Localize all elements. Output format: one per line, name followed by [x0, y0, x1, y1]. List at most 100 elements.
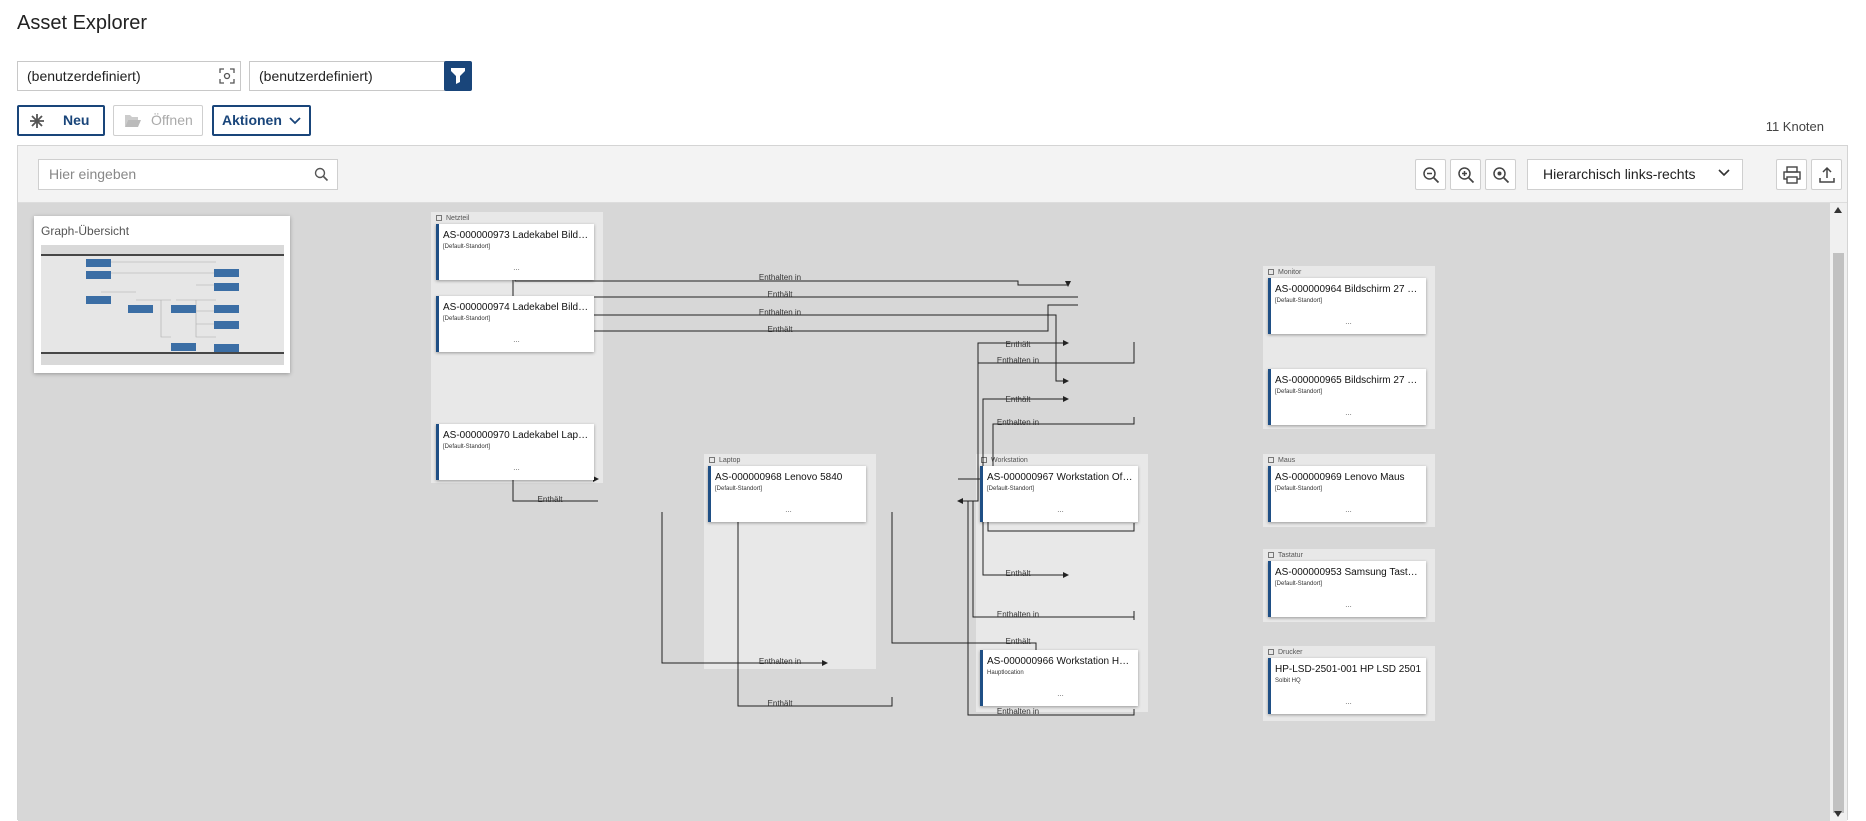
edge-label: Enthalten in [996, 610, 1040, 619]
edge-label: Enthält [1005, 395, 1031, 404]
collapse-icon[interactable] [436, 215, 442, 222]
node-expand[interactable]: … [1345, 410, 1352, 417]
graph-node[interactable]: AS-000000966 Workstation H… Hauptlocatio… [980, 650, 1138, 706]
node-expand[interactable]: … [1345, 319, 1352, 326]
new-button-label: Neu [63, 112, 90, 128]
scroll-up-icon[interactable] [1834, 207, 1842, 213]
actions-dropdown[interactable]: Aktionen [212, 105, 311, 136]
node-count: 11 Knoten [1765, 119, 1824, 134]
search-input[interactable]: Hier eingeben [38, 159, 338, 190]
zoom-fit-icon [1493, 167, 1510, 184]
node-location: [Default-Standort] [1275, 298, 1323, 304]
edge-label: Enthalten in [996, 418, 1040, 427]
collapse-icon[interactable] [1268, 269, 1274, 276]
scroll-down-icon[interactable] [1834, 811, 1842, 817]
group-label-monitor: Monitor [1268, 269, 1301, 276]
node-expand[interactable]: … [513, 465, 520, 472]
graph-node[interactable]: AS-000000964 Bildschirm 27 … [Default-St… [1268, 278, 1426, 334]
search-placeholder: Hier eingeben [49, 166, 137, 182]
edge [737, 501, 893, 707]
node-expand[interactable]: … [785, 507, 792, 514]
node-location: Solbit HQ [1275, 678, 1301, 684]
node-location: [Default-Standort] [1275, 581, 1323, 587]
graph-overview[interactable]: Graph-Übersicht [34, 216, 290, 373]
funnel-icon [451, 68, 465, 84]
vertical-scrollbar[interactable] [1830, 203, 1847, 821]
filter-select-1[interactable]: (benutzerdefiniert) [17, 61, 241, 91]
edge [967, 501, 1135, 716]
graph-node[interactable]: AS-000000965 Bildschirm 27 … [Default-St… [1268, 369, 1426, 425]
overview-minimap[interactable] [41, 245, 284, 365]
zoom-out-button[interactable] [1415, 159, 1446, 190]
chevron-down-icon [1718, 169, 1730, 177]
open-button[interactable]: Öffnen [113, 105, 203, 136]
node-expand[interactable]: … [513, 265, 520, 272]
scroll-thumb[interactable] [1833, 253, 1844, 813]
edge-label: Enthält [767, 699, 793, 708]
page-title: Asset Explorer [17, 12, 148, 34]
filter-value-2: (benutzerdefiniert) [259, 68, 373, 84]
filter-select-2[interactable]: (benutzerdefiniert) [249, 61, 445, 91]
edge-label: Enthalten in [758, 657, 802, 666]
collapse-icon[interactable] [1268, 649, 1274, 656]
node-location: [Default-Standort] [1275, 389, 1323, 395]
graph-canvas[interactable]: Netzteil Monitor Laptop Workstation Maus… [18, 203, 1830, 821]
edge-label: Enthält [767, 325, 793, 334]
graph-node[interactable]: AS-000000973 Ladekabel Bild… [Default-St… [436, 224, 594, 280]
node-title: AS-000000969 Lenovo Maus [1275, 472, 1405, 483]
filter-button[interactable] [444, 61, 472, 91]
node-title: AS-000000964 Bildschirm 27 … [1275, 284, 1418, 295]
node-title: AS-000000953 Samsung Tast… [1275, 567, 1418, 578]
graph-toolbar: Hier eingeben Hierarchisch links-rechts [18, 146, 1847, 203]
graph-node[interactable]: AS-000000953 Samsung Tast… [Default-Stan… [1268, 561, 1426, 617]
graph-node[interactable]: HP-LSD-2501-001 HP LSD 2501 Solbit HQ … [1268, 658, 1426, 714]
collapse-icon[interactable] [709, 457, 715, 464]
graph-node[interactable]: AS-000000974 Ladekabel Bild… [Default-St… [436, 296, 594, 352]
node-title: AS-000000965 Bildschirm 27 … [1275, 375, 1418, 386]
node-title: AS-000000967 Workstation Of… [987, 472, 1133, 483]
new-button[interactable]: Neu [17, 105, 105, 136]
node-title: AS-000000973 Ladekabel Bild… [443, 230, 589, 241]
edge [977, 340, 1069, 501]
layout-select[interactable]: Hierarchisch links-rechts [1527, 159, 1743, 190]
search-icon [314, 167, 329, 182]
edge-label: Enthält [1005, 637, 1031, 646]
collapse-icon[interactable] [1268, 457, 1274, 464]
graph-node[interactable]: AS-000000970 Ladekabel Lap… [Default-Sta… [436, 424, 594, 480]
collapse-icon[interactable] [981, 457, 987, 464]
node-location: [Default-Standort] [443, 444, 491, 450]
edge [661, 512, 828, 666]
node-location: [Default-Standort] [987, 486, 1035, 492]
group-label-drucker: Drucker [1268, 649, 1303, 656]
group-label-workstation: Workstation [981, 457, 1028, 464]
printer-icon [1783, 166, 1801, 184]
edge-label: Enthalten in [758, 273, 802, 282]
graph-node[interactable]: AS-000000967 Workstation Of… [Default-St… [980, 466, 1138, 522]
node-expand[interactable]: … [1057, 691, 1064, 698]
zoom-fit-button[interactable] [1485, 159, 1516, 190]
node-location: [Default-Standort] [1275, 486, 1323, 492]
graph-node[interactable]: AS-000000968 Lenovo 5840 [Default-Stando… [708, 466, 866, 522]
group-label-netzteil: Netzteil [436, 215, 469, 222]
node-title: AS-000000968 Lenovo 5840 [715, 472, 843, 483]
graph-panel: Hier eingeben Hierarchisch links-rechts … [17, 145, 1848, 821]
zoom-in-button[interactable] [1450, 159, 1481, 190]
asterisk-icon [30, 114, 44, 128]
edge-label: Enthält [767, 290, 793, 299]
print-button[interactable] [1776, 159, 1807, 190]
node-expand[interactable]: … [1345, 602, 1352, 609]
export-button[interactable] [1811, 159, 1842, 190]
edge [891, 512, 1069, 676]
node-expand[interactable]: … [1345, 507, 1352, 514]
edge-label: Enthalten in [758, 308, 802, 317]
scan-icon[interactable] [219, 68, 235, 84]
collapse-icon[interactable] [1268, 552, 1274, 559]
graph-node[interactable]: AS-000000969 Lenovo Maus [Default-Stando… [1268, 466, 1426, 522]
filter-value-1: (benutzerdefiniert) [27, 68, 141, 84]
node-expand[interactable]: … [1057, 507, 1064, 514]
node-expand[interactable]: … [513, 337, 520, 344]
zoom-in-icon [1458, 167, 1475, 184]
edge-label: Enthält [1005, 569, 1031, 578]
node-expand[interactable]: … [1345, 699, 1352, 706]
edge [992, 417, 1135, 501]
